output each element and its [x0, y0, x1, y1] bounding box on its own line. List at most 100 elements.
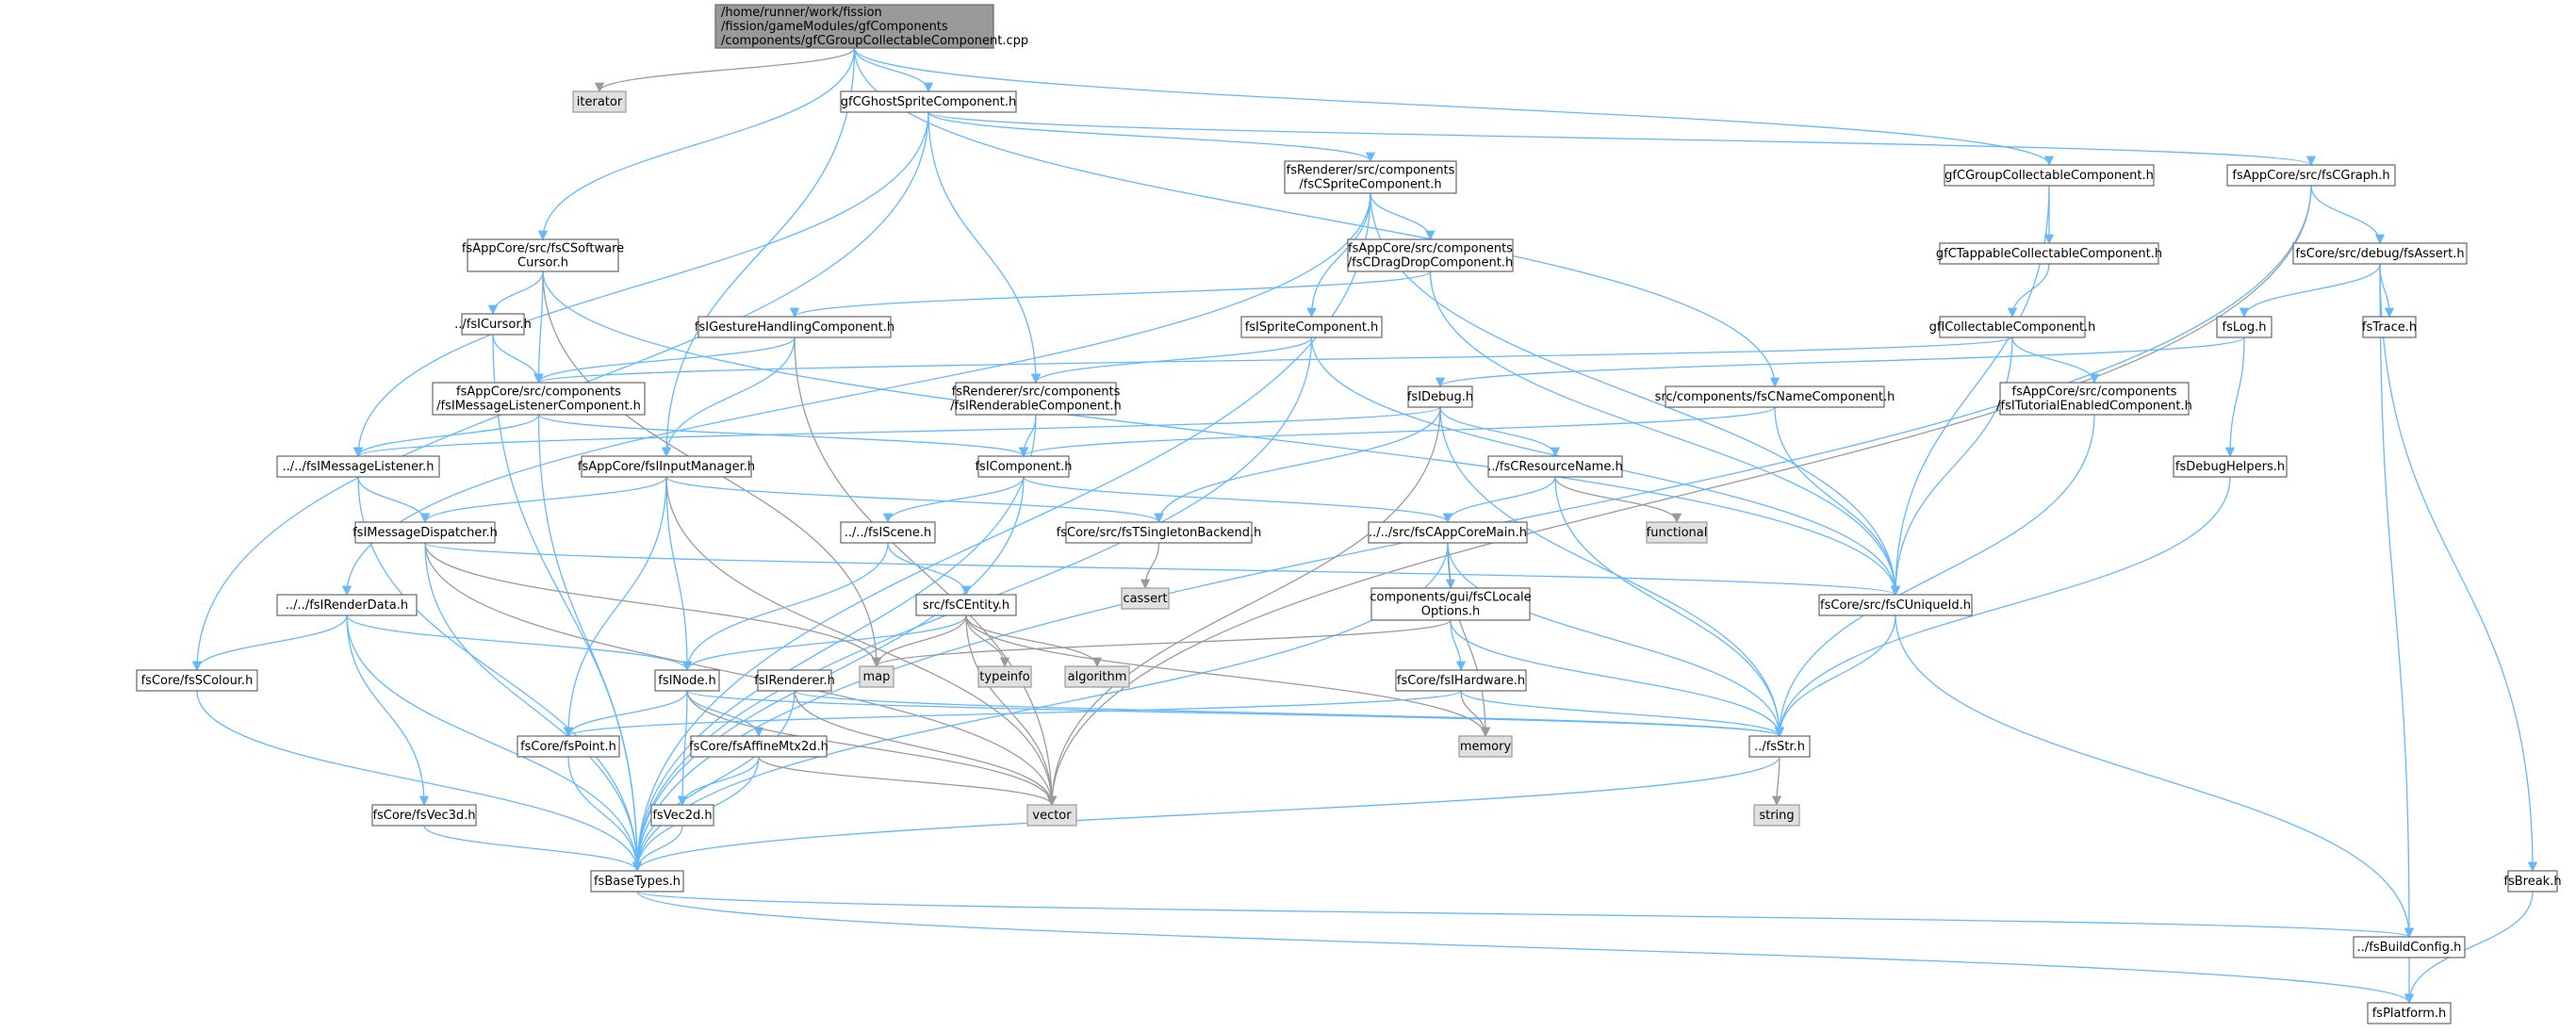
edge-fsINode-to-fsCoreAffine — [686, 690, 764, 738]
edge-gfCGhostSprite-to-fsIRenderable — [927, 111, 1042, 385]
node-box — [1347, 238, 1514, 272]
node-box — [572, 90, 627, 113]
node-fsCEntity[interactable]: src/fsCEntity.h — [915, 594, 1017, 616]
node-label: ../../fsIRenderData.h — [286, 598, 408, 613]
edge-fsCoreHardware-to-memory — [1460, 690, 1491, 738]
node-fsTSingleton[interactable]: fsCore/src/fsTSingletonBackend.h — [1057, 521, 1262, 544]
node-map: map — [859, 665, 894, 688]
edge-fsCNameComp-to-fsCUniqueId — [1774, 406, 1901, 597]
node-box — [1065, 521, 1253, 544]
edge-fsBaseTypes-to-fsPlatform — [636, 891, 2414, 1005]
node-fsVec2d[interactable]: fsVec2d.h — [650, 804, 714, 827]
edge-fsISprite-to-fsIRenderable — [1030, 336, 1313, 385]
node-fsITutorial[interactable]: fsAppCore/src/components/fsITutorialEnab… — [1996, 382, 2192, 416]
node-fsCoreAffine[interactable]: fsCore/fsAffineMtx2d.h — [689, 735, 829, 758]
node-label: algorithm — [1068, 670, 1127, 684]
node-box — [276, 594, 418, 616]
node-fsIMessageDispatcher[interactable]: fsIMessageDispatcher.h — [353, 521, 498, 544]
node-fsCoreAssert[interactable]: fsCore/src/debug/fsAssert.h — [2292, 242, 2468, 265]
node-fsCUniqueId[interactable]: fsCore/src/fsCUniqueId.h — [1818, 594, 1973, 616]
edge-fsIMsgListenerComp-to-fsIMessageListener — [353, 414, 540, 458]
node-fsBreak[interactable]: fsBreak.h — [2503, 870, 2562, 893]
edge-fsAppCoreInputMgr-to-fsIMessageDispatcher — [419, 476, 667, 524]
node-fsIRenderer[interactable]: fsIRenderer.h — [754, 669, 835, 692]
node-gfCGroupCollectable[interactable]: gfCGroupCollectableComponent.h — [1944, 164, 2155, 187]
node-fsCorePoint[interactable]: fsCore/fsPoint.h — [517, 735, 620, 758]
edge-gfCGhostSprite-to-fsRendererSprite — [927, 111, 1376, 163]
node-label: vector — [1032, 809, 1072, 823]
edge-fsIRenderable-to-fsBaseTypes — [632, 414, 1037, 873]
edge-fsIRenderData-to-fsCoreSColour — [191, 614, 348, 672]
node-label: fsCore/src/fsTSingletonBackend.h — [1057, 526, 1262, 540]
node-fsBaseTypes[interactable]: fsBaseTypes.h — [590, 870, 684, 893]
node-label: fsAppCore/fsIInputManager.h — [578, 460, 755, 474]
node-fsTrace[interactable]: fsTrace.h — [2362, 316, 2417, 338]
node-label: fsBreak.h — [2503, 875, 2561, 889]
edge-fsCoreVec3d-to-fsBaseTypes — [423, 825, 643, 873]
node-fsIGestureHandling[interactable]: fsIGestureHandlingComponent.h — [695, 316, 894, 338]
edge-gfCGhostSprite-to-fsIMessageListener — [353, 111, 929, 458]
edge-fsIMsgListenerComp-to-fsBaseTypes — [537, 414, 643, 873]
node-typeinfo: typeinfo — [977, 665, 1032, 688]
edge-fsIRenderable-to-fsIComponent — [1018, 414, 1037, 458]
node-fsIScene[interactable]: ../../fsIScene.h — [840, 521, 936, 544]
node-label: fsAppCore/src/fsCSoftware — [462, 242, 624, 256]
edge-fsDebugHelpers-to-fsStr — [1774, 476, 2231, 738]
node-fsAppCoreDragDrop[interactable]: fsAppCore/src/components/fsCDragDropComp… — [1347, 238, 1514, 272]
node-fsAppCoreGraph[interactable]: fsAppCore/src/fsCGraph.h — [2226, 164, 2396, 187]
edge-fsCoreAssert-to-fsLog — [2239, 263, 2381, 319]
node-label: typeinfo — [979, 670, 1029, 684]
node-box — [2507, 870, 2558, 893]
node-label: memory — [1460, 740, 1512, 754]
node-gfCGhostSprite[interactable]: gfCGhostSpriteComponent.h — [840, 90, 1017, 113]
node-fsAppCoreInputMgr[interactable]: fsAppCore/fsIInputManager.h — [578, 455, 755, 478]
node-label: fsLog.h — [2223, 320, 2267, 335]
edge-fsCResourceName-to-fsStr — [1554, 476, 1785, 738]
edge-fsIGestureHandling-to-fsIMsgListenerComp — [533, 336, 796, 385]
node-box — [1240, 316, 1383, 338]
node-fsCoreVec3d[interactable]: fsCore/fsVec3d.h — [371, 804, 477, 827]
edge-fsStr-to-fsBaseTypes — [632, 756, 1780, 873]
edge-fsITutorial-to-fsStr — [1774, 414, 2095, 738]
node-label: fsAppCore/src/components — [2012, 385, 2177, 400]
node-fsCAppCoreMain[interactable]: ../../src/fsCAppCoreMain.h — [1368, 521, 1528, 544]
node-fsIComponent[interactable]: fsIComponent.h — [975, 455, 1073, 478]
node-root: /home/runner/work/fission/fission/gameMo… — [714, 4, 1028, 49]
node-label: ../../fsIScene.h — [845, 526, 931, 540]
edge-fsIDebug-to-fsTSingleton — [1154, 406, 1441, 524]
edge-fsLog-to-fsDebugHelpers — [2224, 336, 2245, 458]
node-fsISprite[interactable]: fsISpriteComponent.h — [1240, 316, 1383, 338]
node-fsIMsgListenerComp[interactable]: fsAppCore/src/components/fsIMessageListe… — [432, 382, 646, 416]
node-box — [1818, 594, 1973, 616]
node-fsCNameComp[interactable]: src/components/fsCNameComponent.h — [1655, 385, 1895, 408]
edge-fsINode-to-fsCorePoint — [563, 690, 688, 738]
edge-fsCEntity-to-typeinfo — [965, 614, 1010, 668]
node-fsStr[interactable]: ../fsStr.h — [1748, 735, 1811, 758]
node-fsBuildConfig[interactable]: ../fsBuildConfig.h — [2353, 936, 2466, 958]
node-label: /fsIRenderableComponent.h — [950, 400, 1122, 414]
node-fsLog[interactable]: fsLog.h — [2216, 316, 2272, 338]
node-fsCoreSColour[interactable]: fsCore/fsSColour.h — [136, 669, 258, 692]
edge-fsIMessageDispatcher-to-map — [424, 542, 882, 668]
node-gfICollectable[interactable]: gfICollectableComponent.h — [1929, 316, 2096, 338]
node-label: fsAppCore/src/components — [1348, 242, 1513, 256]
node-fsIRenderData[interactable]: ../../fsIRenderData.h — [276, 594, 418, 616]
node-fsIDebug[interactable]: fsIDebug.h — [1407, 385, 1473, 408]
node-label: /fsIMessageListenerComponent.h — [436, 400, 641, 414]
node-fsICursor[interactable]: ../fsICursor.h — [454, 313, 532, 336]
node-vector: vector — [1026, 804, 1077, 827]
edge-fsAppCoreInputMgr-to-fsINode — [665, 476, 693, 672]
node-fsPlatform[interactable]: fsPlatform.h — [2367, 1002, 2452, 1024]
node-fsINode[interactable]: fsINode.h — [654, 669, 720, 692]
node-fsIRenderable[interactable]: fsRenderer/src/components/fsIRenderableC… — [950, 382, 1122, 416]
edge-fsIDebug-to-vector — [1046, 406, 1441, 807]
node-fsDebugHelpers[interactable]: fsDebugHelpers.h — [2173, 455, 2288, 478]
node-label: ../fsICursor.h — [454, 318, 532, 332]
node-fsRendererSprite[interactable]: fsRenderer/src/components/fsCSpriteCompo… — [1284, 160, 1457, 194]
node-fsIMessageListener[interactable]: ../../fsIMessageListener.h — [276, 455, 440, 478]
node-fsCResourceName[interactable]: ../fsCResourceName.h — [1487, 455, 1623, 478]
node-fsCoreHardware[interactable]: fsCore/fsIHardware.h — [1395, 669, 1527, 692]
node-gfCTappable[interactable]: gfCTappableCollectableComponent.h — [1936, 242, 2162, 265]
